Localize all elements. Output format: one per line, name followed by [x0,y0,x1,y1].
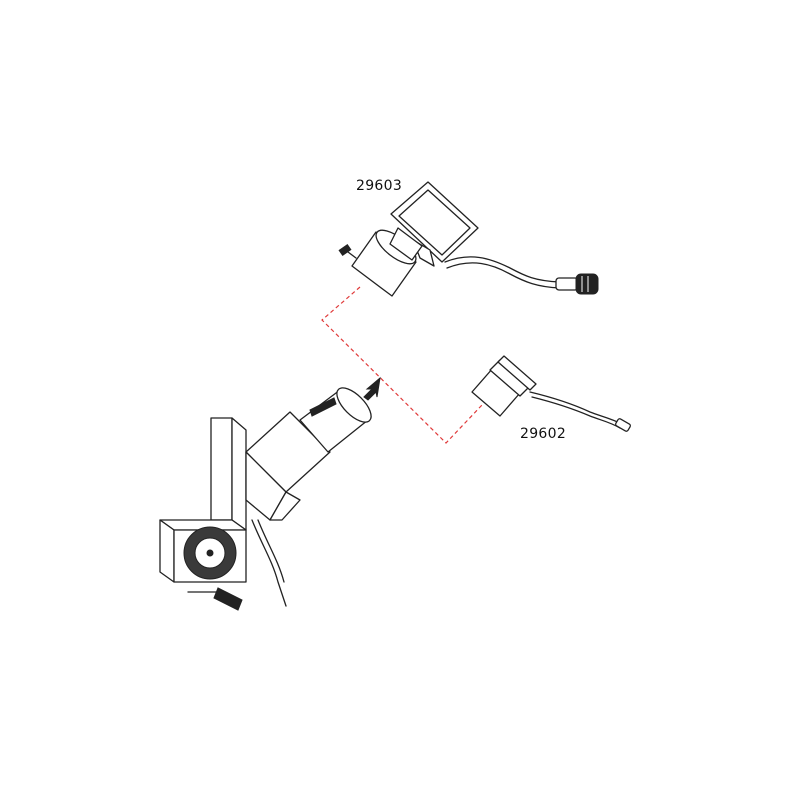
camera-monitor-assembly-29603 [338,181,599,297]
camera-29602-cap [497,355,537,391]
camera-cable [444,256,561,283]
camera-29602-plug [615,418,631,432]
eyepiece-top [336,387,372,423]
camera-29602-cable-inner [531,396,621,429]
monitor-screen [398,189,471,256]
microscope-arm-side [231,417,247,531]
part-number-29603: 29603 [356,178,403,194]
microscope-assembly [159,376,381,611]
stage-knob-hub [206,549,214,557]
lever-handle [213,587,243,611]
camera-assembly-29602 [471,355,631,432]
camera-plug-sleeve [555,277,579,291]
microscope-base-front [159,519,175,583]
microscope-arm-front [210,417,233,521]
head-bottom [269,491,301,521]
microscope-cable-inner [257,519,285,583]
camera-29602-cable [529,391,623,425]
microscope-cable [251,519,287,607]
camera-plug-grip [575,273,599,295]
eyepiece-collar [309,397,337,417]
part-number-29602: 29602 [520,426,567,442]
camera-knob [338,243,352,257]
insert-arrow-icon [363,376,381,401]
camera-cable-inner [446,262,561,289]
camera-knob-stem [347,251,357,259]
camera-ring [389,227,423,261]
